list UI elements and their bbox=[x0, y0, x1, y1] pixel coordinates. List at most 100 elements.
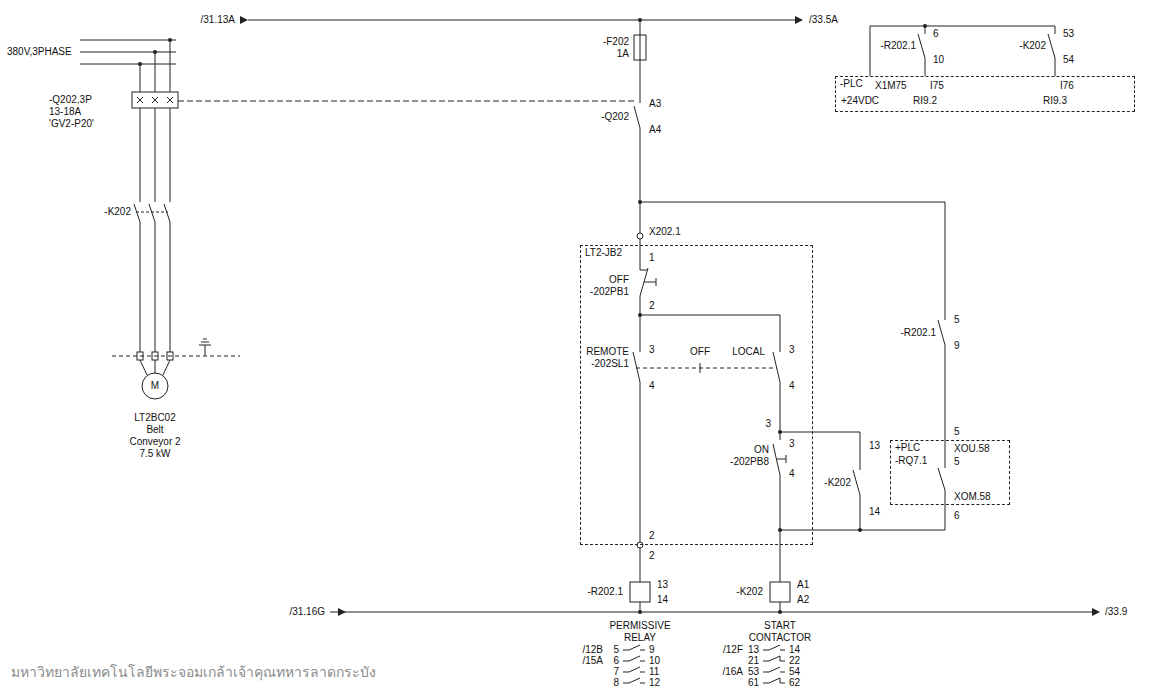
schematic-label: 62 bbox=[788, 677, 801, 689]
schematic-label: /33.5A bbox=[808, 14, 839, 26]
schematic-label: -R202.1 bbox=[899, 327, 937, 339]
schematic-label: LT2BC02 bbox=[133, 412, 177, 424]
junction-dot bbox=[138, 62, 142, 66]
supply-wire bbox=[80, 40, 176, 92]
schematic-label: -K202 bbox=[1018, 40, 1047, 52]
contactor-main-contact bbox=[134, 204, 170, 222]
mechanical-link bbox=[178, 101, 634, 102]
schematic-label: 10 bbox=[932, 54, 945, 66]
schematic-label: 14 bbox=[656, 594, 669, 606]
schematic-label: START bbox=[763, 620, 797, 632]
schematic-label: Belt bbox=[145, 424, 164, 436]
arrowhead bbox=[1092, 608, 1100, 616]
schematic-label: -K202 bbox=[823, 477, 852, 489]
terminal bbox=[637, 542, 643, 548]
schematic-label: I76 bbox=[1059, 80, 1075, 92]
schematic-label: 1A bbox=[616, 48, 630, 60]
schematic-label: 61 bbox=[747, 677, 760, 689]
motor-symbol bbox=[142, 373, 168, 399]
watermark: มหาวิทยาลัยเทคโนโลยีพระจอมเกล้าเจ้าคุณทห… bbox=[10, 663, 377, 681]
schematic-label: 5 bbox=[953, 426, 961, 438]
arrowhead bbox=[338, 608, 346, 616]
earth-symbol bbox=[199, 339, 211, 356]
schematic-label: 2 bbox=[648, 530, 656, 542]
schematic-label: 4 bbox=[788, 468, 796, 480]
schematic-label: -Q202 bbox=[600, 111, 630, 123]
junction-dot bbox=[638, 313, 642, 317]
schematic-label: /12F bbox=[722, 644, 744, 656]
schematic-label: 'GV2-P20' bbox=[48, 118, 95, 130]
schematic-label: 6 bbox=[953, 510, 961, 522]
schematic-label: 53 bbox=[1062, 28, 1075, 40]
schematic-label: PERMISSIVE bbox=[608, 620, 671, 632]
schematic-label: 1 bbox=[648, 252, 656, 264]
schematic-label: 54 bbox=[1062, 54, 1075, 66]
schematic-label: Conveyor 2 bbox=[128, 436, 181, 448]
arrowhead bbox=[240, 16, 248, 24]
schematic-label: 13 bbox=[868, 440, 881, 452]
schematic-label: X1M75 bbox=[874, 80, 908, 92]
junction-dot bbox=[778, 610, 782, 614]
junction-dot bbox=[168, 38, 172, 42]
schematic-label: -R202.1 bbox=[879, 40, 917, 52]
schematic-label: REMOTE bbox=[585, 346, 630, 358]
schematic-label: /15A bbox=[581, 655, 604, 667]
schematic-label: XOM.58 bbox=[953, 491, 992, 503]
schematic-label: 4 bbox=[788, 380, 796, 392]
schematic-label: 5 bbox=[953, 456, 961, 468]
schematic-label: -F202 bbox=[602, 36, 630, 48]
schematic-label: 380V,3PHASE bbox=[6, 46, 73, 58]
terminal bbox=[637, 233, 643, 239]
schematic-label: 3 bbox=[788, 438, 796, 450]
schematic-label: RI9.2 bbox=[912, 95, 938, 107]
schematic-label: XOU.58 bbox=[953, 443, 991, 455]
schematic-label: -K202 bbox=[103, 206, 132, 218]
schematic-label: 8 bbox=[612, 677, 620, 689]
schematic-label: X202.1 bbox=[648, 226, 682, 238]
schematic-label: /31.13A bbox=[200, 14, 236, 26]
schematic-label: /16A bbox=[721, 666, 744, 678]
schematic-label: CONTACTOR bbox=[748, 632, 812, 644]
schematic-label: LOCAL bbox=[731, 346, 766, 358]
schematic-label: A4 bbox=[648, 124, 662, 136]
fuse-symbol bbox=[634, 35, 646, 60]
schematic-label: 2 bbox=[648, 300, 656, 312]
schematic-label: -Q202,3P bbox=[48, 94, 93, 106]
enclosure-title: -PLC bbox=[836, 77, 867, 90]
junction-dot bbox=[778, 430, 782, 434]
schematic-label: M bbox=[150, 380, 160, 392]
schematic-label: OFF bbox=[689, 346, 711, 358]
schematic-label: 13 bbox=[656, 579, 669, 591]
schematic-label: 14 bbox=[868, 506, 881, 518]
pushbutton-actuator bbox=[644, 278, 786, 463]
selector-off-mark bbox=[700, 363, 701, 373]
schematic-label: ON bbox=[753, 444, 770, 456]
schematic-label: -K202 bbox=[735, 586, 764, 598]
motor-breaker bbox=[132, 92, 178, 108]
schematic-label: RELAY bbox=[623, 632, 657, 644]
fuse-symbol bbox=[640, 35, 641, 60]
schematic-label: 13-18A bbox=[48, 106, 82, 118]
schematic-label: +24VDC bbox=[840, 95, 880, 107]
contact-symbol bbox=[633, 106, 945, 495]
schematic-label: 3 bbox=[648, 344, 656, 356]
cross-ref-contact bbox=[623, 645, 645, 683]
relay-coil bbox=[630, 582, 650, 602]
junction-dot bbox=[638, 610, 642, 614]
schematic-label: A3 bbox=[648, 98, 662, 110]
junction-dot bbox=[638, 200, 642, 204]
enclosure-title: -RQ7.1 bbox=[891, 454, 931, 467]
plc-input-wire bbox=[870, 26, 1055, 76]
schematic-label: A2 bbox=[796, 594, 810, 606]
junction-dot bbox=[778, 528, 782, 532]
junction-dot bbox=[638, 18, 642, 22]
schematic-label: 3 bbox=[788, 344, 796, 356]
schematic-label: 2 bbox=[648, 550, 656, 562]
schematic-label: 4 bbox=[648, 380, 656, 392]
earth-line bbox=[112, 356, 240, 357]
schematic-label: 9 bbox=[953, 340, 961, 352]
schematic-label: 12 bbox=[648, 677, 661, 689]
enclosure-title: +PLC bbox=[891, 441, 924, 454]
